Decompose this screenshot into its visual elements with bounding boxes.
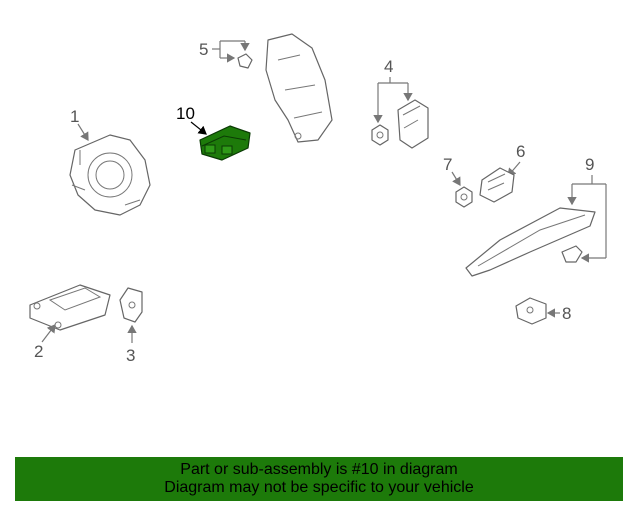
callout-2: 2 [34, 342, 43, 361]
callout-1: 1 [70, 107, 79, 126]
banner-line-2: Diagram may not be specific to your vehi… [164, 479, 474, 496]
part-7-nut: 7 [443, 155, 473, 208]
callout-4: 4 [384, 57, 393, 76]
callout-6: 6 [516, 142, 525, 161]
callout-5: 5 [199, 40, 208, 59]
part-10-highlighted-module: 10 [176, 104, 251, 161]
callout-10: 10 [176, 104, 195, 123]
callout-8: 8 [562, 304, 571, 323]
part-4-impact-sensor: 4 [371, 57, 429, 149]
part-6-sensor-module: 6 [479, 142, 525, 203]
part-5-cover-bracket: 5 [199, 33, 333, 143]
part-2-airbag-module: 2 [29, 284, 111, 361]
part-8-side-sensor: 8 [515, 297, 571, 325]
part-1-clock-spring: 1 [69, 107, 151, 216]
part-notice-banner: Part or sub-assembly is #10 in diagram D… [15, 457, 623, 501]
callout-7: 7 [443, 155, 452, 174]
callout-3: 3 [126, 346, 135, 365]
part-3-sensor: 3 [119, 287, 143, 365]
part-9-curtain-trim: 9 [465, 155, 607, 277]
callout-9: 9 [585, 155, 594, 174]
banner-line-1: Part or sub-assembly is #10 in diagram [180, 461, 458, 478]
